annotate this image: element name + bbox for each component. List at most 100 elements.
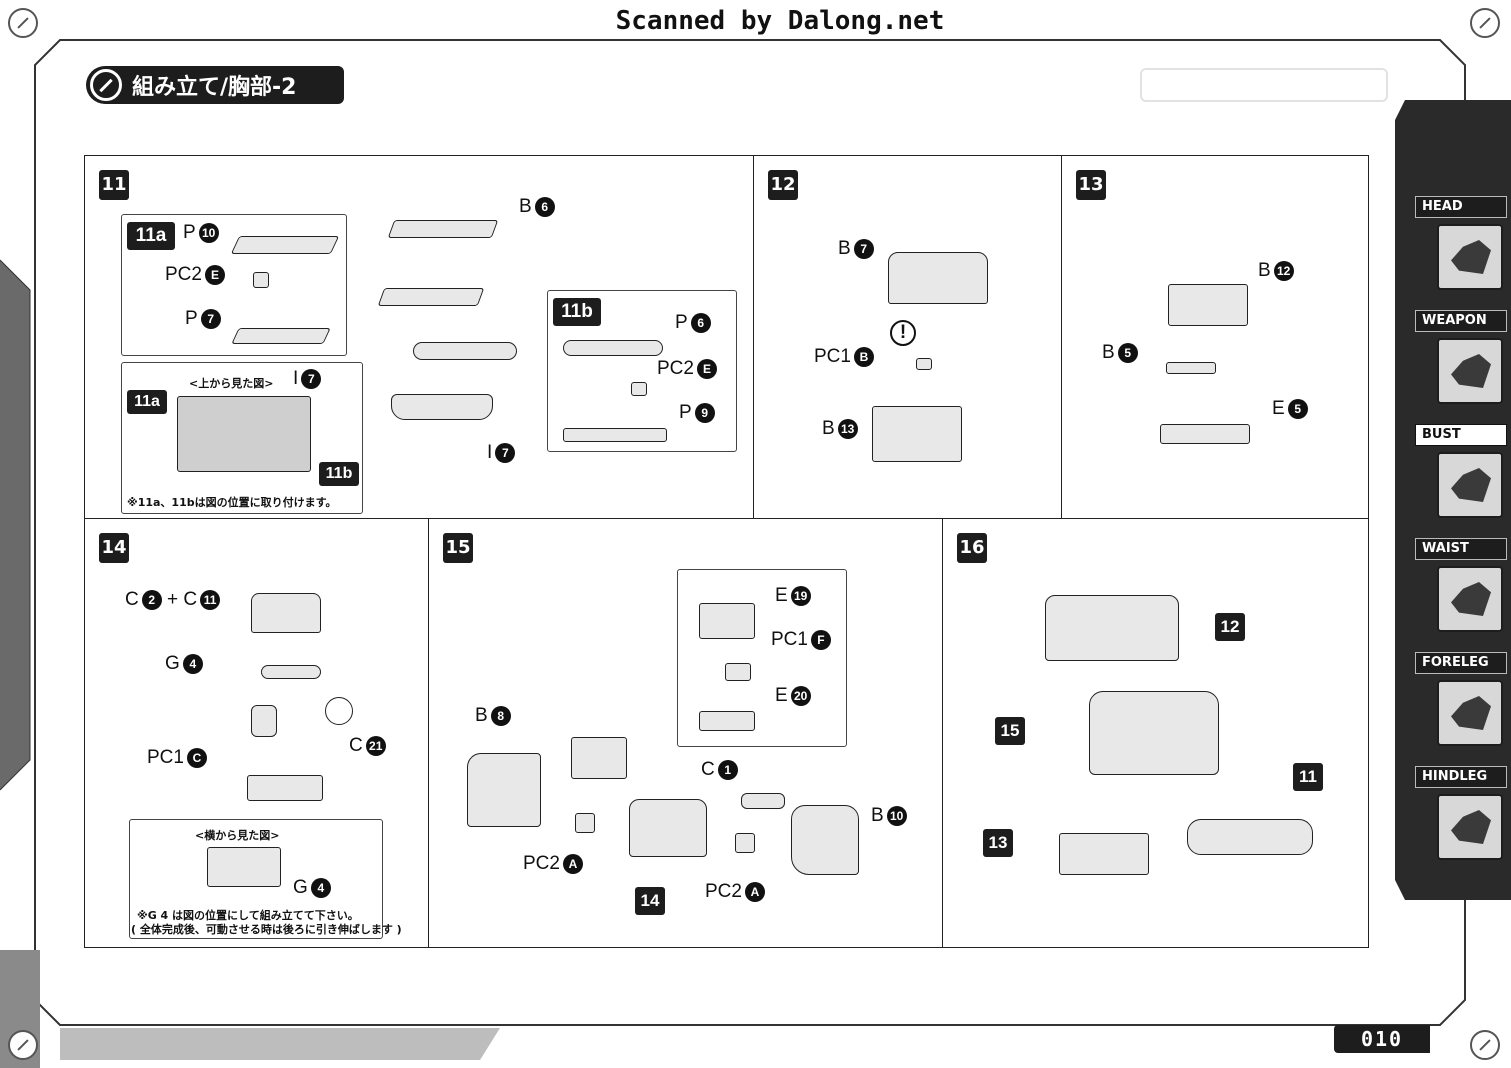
nav-label: WAIST [1415, 538, 1507, 560]
part-p9 [563, 428, 667, 442]
placement-note: ※11a、11bは図の位置に取り付けます。 [127, 496, 337, 509]
part-pc1f [725, 663, 751, 681]
sub-assembly-12-badge: 12 [1215, 613, 1245, 641]
part-b13 [872, 406, 962, 462]
top-view-11b-badge: 11b [319, 462, 359, 486]
side-view-caption: <横から見た図> [195, 829, 280, 842]
part-b5 [1166, 362, 1216, 374]
waist-icon [1437, 566, 1503, 632]
part-c21 [247, 775, 323, 801]
side-view-box [129, 819, 383, 939]
part-assembly-12 [1045, 595, 1179, 661]
sub-assembly-15-badge: 15 [995, 717, 1025, 745]
part-pc2a-right [735, 833, 755, 853]
part-pc2a-left [575, 813, 595, 833]
part-p7 [231, 328, 331, 344]
part-p10 [230, 236, 340, 254]
corner-screw-icon [1470, 8, 1500, 38]
nav-label-active: BUST [1415, 424, 1507, 446]
section-title-tab: 組み立て/胸部-2 [86, 66, 344, 104]
step-number-badge: 16 [957, 533, 987, 563]
part-shaft-assembly [413, 342, 517, 360]
part-c1 [741, 793, 785, 809]
part-pc2e [253, 272, 269, 288]
scan-watermark: Scanned by Dalong.net [615, 6, 945, 36]
sub-assembly-11-badge: 11 [1293, 763, 1323, 791]
assembly-note-line1: ※G 4 は図の位置にして組み立てて下さい。 [137, 909, 359, 922]
nav-label: HINDLEG [1415, 766, 1507, 788]
head-icon [1437, 224, 1503, 290]
corner-screw-icon [8, 1030, 38, 1060]
step-number-badge: 14 [99, 533, 129, 563]
step-16-panel: 16 12 15 11 13 [942, 518, 1369, 948]
sub-assembly-14-badge: 14 [635, 887, 665, 915]
part-pc2e-b [631, 382, 647, 396]
nav-item-waist[interactable]: WAIST [1409, 538, 1511, 638]
gear-icon [90, 69, 122, 101]
part-assembly-15 [1089, 691, 1219, 775]
part-center-block [571, 737, 627, 779]
hindleg-icon [1437, 794, 1503, 860]
top-view-11a-badge: 11a [127, 390, 167, 414]
part-pc1b [916, 358, 932, 370]
part-assembly-11 [1187, 819, 1313, 855]
nav-item-head[interactable]: HEAD [1409, 196, 1511, 296]
step-number-badge: 15 [443, 533, 473, 563]
part-b10 [791, 805, 859, 875]
part-b7 [888, 252, 988, 304]
part-b12 [1168, 284, 1248, 326]
nav-item-bust[interactable]: BUST [1409, 424, 1511, 524]
bust-icon [1437, 452, 1503, 518]
top-view-assembly-drawing [177, 396, 311, 472]
part-i7 [391, 394, 493, 420]
foreleg-icon [1437, 680, 1503, 746]
sub-assembly-13-badge: 13 [983, 829, 1013, 857]
sub-assembly-11b-badge: 11b [553, 298, 601, 326]
part-b8 [467, 753, 541, 827]
part-g4 [261, 665, 321, 679]
part-assembly-14 [629, 799, 707, 857]
part-assembly-13 [1059, 833, 1149, 875]
part-e19 [699, 603, 755, 639]
step-number-badge: 13 [1076, 170, 1106, 200]
part-p6 [563, 340, 663, 356]
page-number: 010 [1334, 1025, 1430, 1053]
corner-screw-icon [1470, 1030, 1500, 1060]
part-b6 [387, 220, 499, 238]
direction-hint-icon [325, 697, 353, 725]
sub-assembly-detail-box [677, 569, 847, 747]
nav-item-hindleg[interactable]: HINDLEG [1409, 766, 1511, 866]
nav-item-weapon[interactable]: WEAPON [1409, 310, 1511, 410]
nav-item-foreleg[interactable]: FORELEG [1409, 652, 1511, 752]
part-pc1c [251, 705, 277, 737]
part-e20 [699, 711, 755, 731]
corner-screw-icon [8, 8, 38, 38]
sub-assembly-11a-box [121, 214, 347, 356]
sub-assembly-11b-box [547, 290, 737, 452]
warning-icon: ! [890, 320, 916, 346]
